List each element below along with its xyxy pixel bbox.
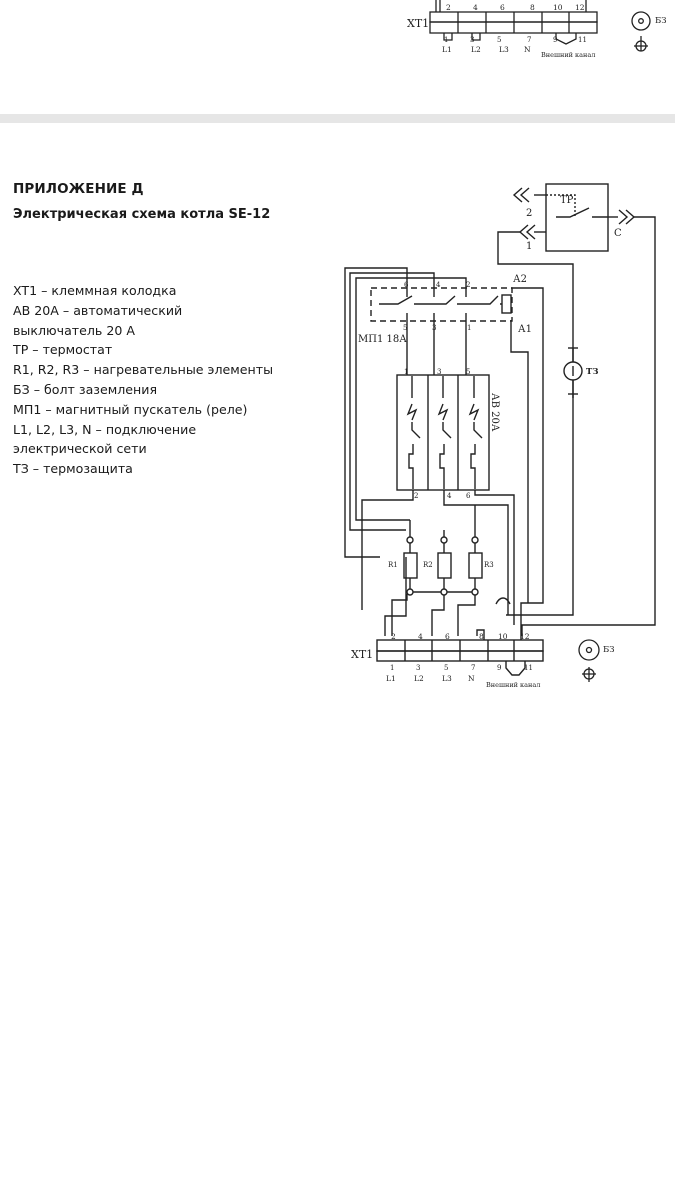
terminal-block-label: XT1 — [351, 648, 373, 661]
terminal-number: 5 — [497, 36, 501, 44]
terminal-number: 1 — [390, 664, 394, 672]
terminal-number: 2 — [391, 632, 396, 641]
terminal-number: 8 — [479, 632, 484, 641]
breaker-label: АВ 20А — [489, 393, 500, 432]
terminal-number: 11 — [578, 36, 587, 44]
terminal-number: 11 — [524, 664, 533, 672]
heater-label: R1 — [388, 561, 398, 569]
terminal-label: XT1 — [407, 17, 429, 30]
legend-item: БЗ – болт заземления — [13, 381, 158, 397]
coil-terminal-label: А2 — [513, 274, 527, 285]
terminal-number: 7 — [527, 36, 531, 44]
line-label: L1 — [386, 674, 396, 683]
terminal-number: 12 — [520, 632, 530, 641]
line-label: L1 — [442, 45, 452, 54]
heater-label: R2 — [423, 561, 433, 569]
legend-item: АВ 20А – автоматический — [13, 302, 183, 318]
terminal-number: 6 — [445, 632, 450, 641]
contactor-terminal: 5 — [403, 324, 407, 332]
thermostat-label: ТР — [560, 195, 574, 206]
legend-item: МП1 – магнитный пускатель (реле) — [13, 401, 248, 417]
terminal-number: 8 — [530, 3, 535, 12]
terminal-number: 6 — [500, 3, 505, 12]
top-wiring-fragment — [429, 0, 651, 52]
terminal-number: 3 — [470, 36, 474, 44]
heater-r3 — [468, 552, 483, 579]
thermal-protection-label: ТЗ — [586, 367, 598, 377]
thermostat-contact-label: 1 — [526, 241, 532, 252]
previous-page-fragment — [0, 0, 675, 114]
contactor-terminal: 4 — [436, 281, 441, 289]
legend-list: XT1 – клеммная колодка АВ 20А – автомати… — [13, 281, 288, 479]
breaker-terminal: 5 — [466, 368, 470, 376]
legend-item: XT1 – клеммная колодка — [13, 283, 177, 298]
external-channel-label: Внешний канал — [541, 51, 595, 59]
contactor-terminal: 3 — [432, 324, 436, 332]
terminal-number: 4 — [418, 632, 423, 641]
line-label: L3 — [442, 674, 452, 683]
document-page — [0, 123, 675, 1200]
legend-item: ТР – термостат — [13, 342, 113, 358]
terminal-number: 10 — [553, 3, 563, 12]
diagram-labels: ТР 2 1 С МП1 18А 6 4 2 5 3 1 А2 А1 ТЗ АВ… — [351, 195, 622, 689]
legend-item: электрической сети — [13, 441, 147, 457]
terminal-number: 1 — [444, 36, 448, 44]
external-channel-label: Внешний канал — [486, 681, 540, 689]
ground-bolt-label: БЗ — [655, 16, 667, 26]
breaker-terminal: 6 — [466, 492, 471, 500]
line-label: L2 — [414, 674, 424, 683]
line-label: L2 — [471, 45, 481, 54]
contactor-terminal: 1 — [467, 324, 471, 332]
terminal-number: 10 — [498, 632, 508, 641]
page-divider — [0, 114, 675, 123]
terminal-number: 5 — [444, 664, 448, 672]
coil-terminal-label: А1 — [518, 324, 532, 335]
breaker-terminal: 3 — [437, 368, 441, 376]
heater-label: R3 — [484, 561, 494, 569]
contactor-label: МП1 18А — [358, 334, 407, 345]
terminal-number: 9 — [497, 664, 501, 672]
breaker-terminal: 2 — [414, 492, 418, 500]
wiring-lines — [344, 183, 656, 676]
legend-item: выключатель 20 А — [13, 322, 135, 338]
legend-item: L1, L2, L3, N – подключение — [13, 421, 197, 437]
heater-r2 — [437, 552, 452, 579]
top-fragment-labels: XT1 2 4 6 8 10 12 1 3 5 7 9 11 L1 L2 L3 … — [407, 3, 667, 59]
line-label: L3 — [499, 45, 509, 54]
terminal-number: 7 — [471, 664, 475, 672]
terminal-number: 3 — [416, 664, 420, 672]
thermal-protection — [563, 347, 583, 395]
breaker-box — [396, 374, 490, 491]
appendix-title: ПРИЛОЖЕНИЕ Д — [13, 181, 144, 197]
line-label: N — [468, 674, 475, 683]
ground-bolt — [578, 639, 600, 682]
breaker-poles — [406, 376, 483, 489]
contactor-terminal: 2 — [466, 281, 470, 289]
scheme-title: Электрическая схема котла SE-12 — [13, 207, 271, 222]
breaker-terminal: 1 — [404, 368, 408, 376]
terminal-number: 12 — [575, 3, 585, 12]
legend-item: R1, R2, R3 – нагревательные элементы — [13, 362, 274, 378]
line-label: N — [524, 45, 531, 54]
terminal-number: 4 — [473, 3, 478, 12]
thermostat-contact-label: С — [614, 228, 622, 239]
thermostat-contact-label: 2 — [526, 208, 532, 219]
legend-item: ТЗ – термозащита — [13, 461, 133, 477]
ground-bolt-label: БЗ — [603, 645, 615, 655]
contactor-box — [370, 287, 513, 322]
terminal-number: 9 — [553, 36, 557, 44]
breaker-terminal: 4 — [447, 492, 452, 500]
contactor-terminal: 6 — [404, 281, 409, 289]
terminal-number: 2 — [446, 3, 451, 12]
